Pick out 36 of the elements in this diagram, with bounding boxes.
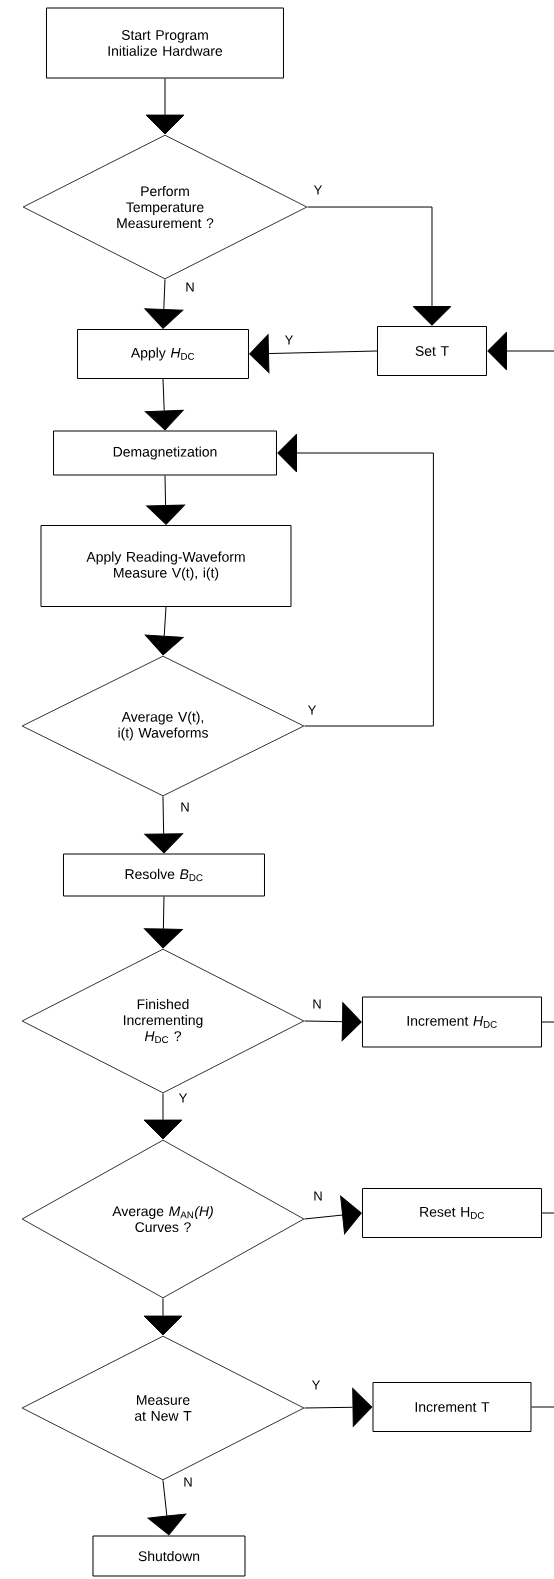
process-box: Demagnetization <box>53 430 277 476</box>
arrow <box>146 475 185 525</box>
arrow <box>277 433 434 727</box>
edge-label: Y <box>310 1379 322 1391</box>
edge-label: Y <box>312 184 324 196</box>
arrow <box>143 1297 183 1336</box>
edge-label: N <box>312 1190 324 1202</box>
arrow <box>303 1002 362 1042</box>
arrow <box>306 206 452 326</box>
arrow <box>303 1387 373 1427</box>
edge-label: Y <box>283 334 295 346</box>
process-box: Shutdown <box>92 1535 246 1577</box>
arrow <box>144 795 184 854</box>
process-box: Set T <box>377 326 487 376</box>
arrow <box>144 896 183 949</box>
edge-label: N <box>184 281 196 293</box>
arrow <box>145 78 185 135</box>
edge-label: N <box>311 998 323 1010</box>
edge-label: Y <box>306 704 318 716</box>
arrow <box>144 378 184 431</box>
arrow <box>144 606 184 656</box>
process-box: Reset H$_{DC}$ <box>362 1188 542 1238</box>
arrow <box>249 334 378 373</box>
process-box: Increment H$_{DC}$ <box>362 996 542 1048</box>
arrow <box>303 1195 362 1235</box>
arrow <box>487 331 554 371</box>
edge-label: N <box>179 801 191 813</box>
arrow <box>143 1092 183 1140</box>
arrow <box>144 278 184 329</box>
process-box: Apply H$_{DC}$ <box>77 329 249 379</box>
edge-label: Y <box>177 1092 189 1104</box>
process-box: Apply Reading-Waveform Measure V(t), i(t) <box>40 525 292 607</box>
process-box: Increment T <box>372 1382 532 1432</box>
process-box: Resolve B$_{DC}$ <box>63 853 265 897</box>
arrow <box>147 1479 187 1536</box>
process-box: Start Program Initialize Hardware <box>46 7 284 79</box>
